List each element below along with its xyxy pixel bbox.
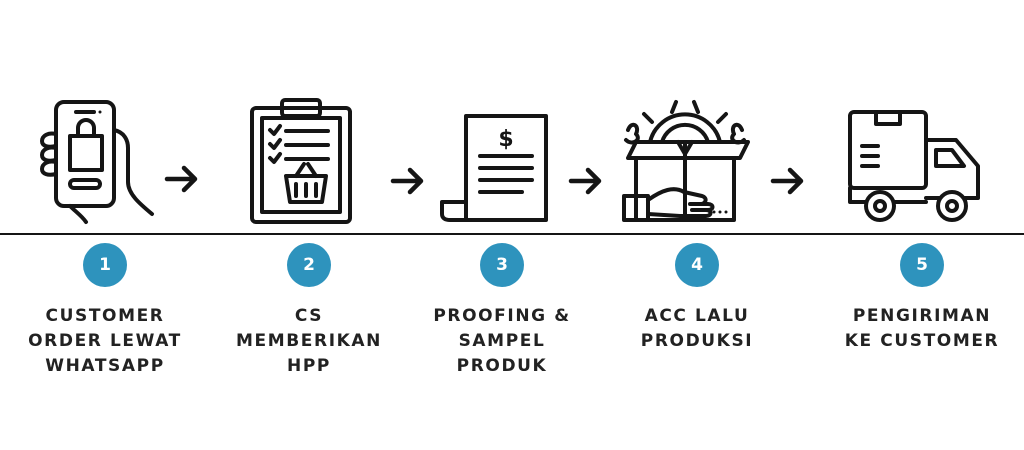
arrow-right-icon bbox=[164, 165, 198, 193]
arrow-right-icon bbox=[770, 167, 804, 195]
step-label: PROOFING & SAMPEL PRODUK bbox=[433, 306, 571, 376]
clipboard-checklist-basket-icon bbox=[250, 98, 352, 224]
step-badge: 1 bbox=[83, 243, 127, 287]
step-label: CS MEMBERIKAN HPP bbox=[236, 306, 382, 376]
step-label: CUSTOMER ORDER LEWAT WHATSAPP bbox=[28, 306, 182, 376]
timeline-divider bbox=[0, 233, 1024, 235]
step-badge: 2 bbox=[287, 243, 331, 287]
step-label: PENGIRIMAN KE CUSTOMER bbox=[844, 306, 1000, 351]
step-badge: 5 bbox=[900, 243, 944, 287]
svg-text:$: $ bbox=[498, 127, 513, 152]
box-gear-production-icon bbox=[622, 100, 750, 222]
step-badge: 3 bbox=[480, 243, 524, 287]
delivery-truck-icon bbox=[848, 110, 980, 222]
step-label: ACC LALU PRODUKSI bbox=[640, 306, 754, 351]
smartphone-shopping-bag-icon bbox=[40, 100, 154, 224]
arrow-right-icon bbox=[390, 167, 424, 195]
step-badge: 4 bbox=[675, 243, 719, 287]
receipt-dollar-icon: $ bbox=[440, 114, 548, 222]
arrow-right-icon bbox=[568, 167, 602, 195]
